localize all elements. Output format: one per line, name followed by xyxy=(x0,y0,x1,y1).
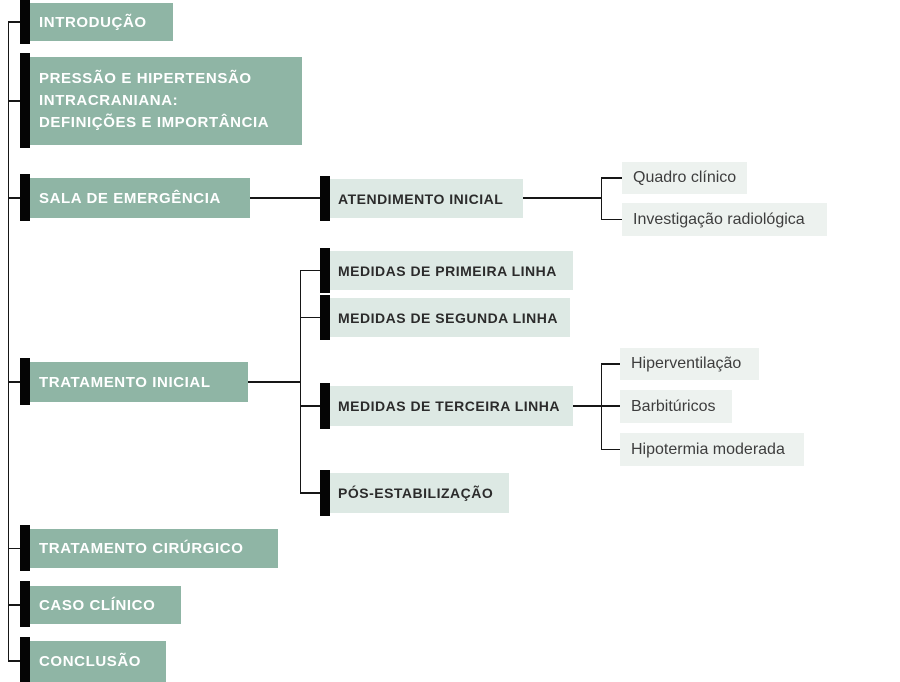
branch-line xyxy=(600,177,602,221)
node-accent-bar xyxy=(320,383,330,429)
connector-line xyxy=(8,21,20,23)
connector-line xyxy=(8,100,20,102)
node-hiperventilacao: Hiperventilação xyxy=(620,348,759,380)
connector-line xyxy=(248,381,300,383)
branch-line xyxy=(299,270,301,494)
connector-line xyxy=(601,177,622,179)
connector-line xyxy=(601,363,620,365)
node-accent-bar xyxy=(20,358,30,405)
connector-line xyxy=(8,660,20,662)
node-accent-bar xyxy=(20,525,30,571)
connector-line xyxy=(300,316,320,319)
node-accent-bar xyxy=(320,176,330,221)
node-hipotermia-moderada: Hipotermia moderada xyxy=(620,433,804,466)
node-accent-bar xyxy=(20,637,30,682)
connector-line xyxy=(573,405,602,407)
connector-line xyxy=(601,448,620,451)
connector-line xyxy=(250,197,320,199)
connector-line xyxy=(8,604,20,606)
node-accent-bar xyxy=(320,295,330,340)
connector-line xyxy=(300,492,320,494)
node-tratamento-inicial: TRATAMENTO INICIAL xyxy=(30,362,248,402)
branch-line xyxy=(600,363,602,451)
node-pos-estabilizacao: PÓS-ESTABILIZAÇÃO xyxy=(330,473,509,513)
node-medidas-primeira-linha: MEDIDAS DE PRIMEIRA LINHA xyxy=(330,251,573,290)
node-accent-bar xyxy=(320,248,330,293)
node-conclusao: CONCLUSÃO xyxy=(30,641,166,682)
node-barbituricos: Barbitúricos xyxy=(620,390,732,423)
connector-line xyxy=(8,547,20,550)
node-introducao: INTRODUÇÃO xyxy=(30,3,173,41)
connector-line xyxy=(523,197,602,199)
node-accent-bar xyxy=(20,53,30,148)
connector-line xyxy=(601,218,622,221)
node-accent-bar xyxy=(20,0,30,44)
connector-line xyxy=(601,405,620,407)
node-quadro-clinico: Quadro clínico xyxy=(622,162,748,194)
node-pressao-hipertensao-intracraniana: PRESSÃO E HIPERTENSÃO INTRACRANIANA: DEF… xyxy=(30,57,302,145)
node-tratamento-cirurgico: TRATAMENTO CIRÚRGICO xyxy=(30,529,278,568)
connector-line xyxy=(300,405,320,407)
node-atendimento-inicial: ATENDIMENTO INICIAL xyxy=(330,179,523,218)
node-medidas-segunda-linha: MEDIDAS DE SEGUNDA LINHA xyxy=(330,298,570,337)
node-accent-bar xyxy=(320,470,330,516)
connector-line xyxy=(8,381,20,383)
node-sala-de-emergencia: SALA DE EMERGÊNCIA xyxy=(30,178,250,218)
connector-line xyxy=(300,269,320,272)
node-caso-clinico: CASO CLÍNICO xyxy=(30,586,181,624)
trunk-line xyxy=(7,21,9,662)
node-investigacao-radiologica: Investigação radiológica xyxy=(622,203,827,236)
node-accent-bar xyxy=(20,174,30,221)
node-medidas-terceira-linha: MEDIDAS DE TERCEIRA LINHA xyxy=(330,386,573,426)
node-accent-bar xyxy=(20,581,30,627)
connector-line xyxy=(8,197,20,199)
